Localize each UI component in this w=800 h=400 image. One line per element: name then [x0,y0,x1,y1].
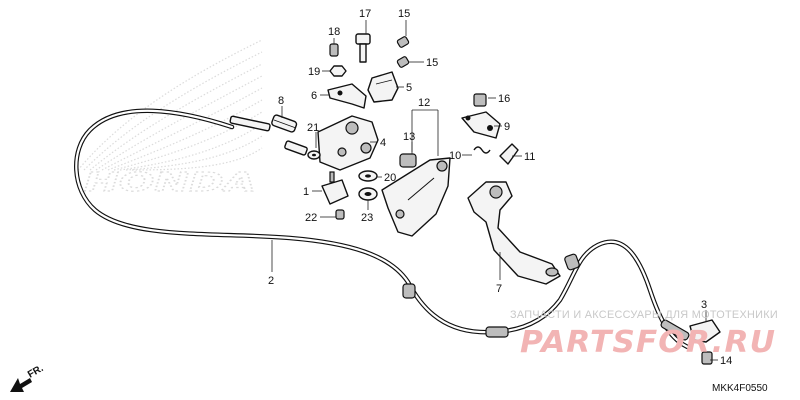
cable-clamp [689,319,721,343]
leader-lines [271,20,718,361]
callout-4: 4 [380,137,386,149]
clutch-switch [321,171,349,205]
fr-arrow-icon [10,378,32,392]
callout-22: 22 [305,212,317,224]
callout-6: 6 [311,90,317,102]
callout-19: 19 [308,66,320,78]
callout-13: 13 [403,131,415,143]
spacer-11 [499,143,519,165]
nut-19 [329,65,347,77]
pivot-plate [461,111,501,139]
clutch-cable [74,108,693,351]
callout-1: 1 [303,186,309,198]
clutch-pedal [467,181,561,285]
washer-21 [307,150,321,160]
bolt-16 [473,93,487,107]
callout-21: 21 [307,122,319,134]
callout-7: 7 [496,283,502,295]
bolt-18 [329,43,339,57]
callout-16: 16 [498,93,510,105]
cable-end [284,140,308,156]
callout-9: 9 [504,121,510,133]
bolt-14 [701,351,713,365]
washer-23 [358,187,378,201]
callout-8: 8 [278,95,284,107]
callout-18: 18 [328,26,340,38]
shop-watermark: ЗАПЧАСТИ И АКСЕССУАРЫ ДЛЯ МОТОТЕХНИКИ PA… [510,309,778,360]
callout-14: 14 [720,355,732,367]
callout-12: 12 [418,97,430,109]
collar-20 [358,170,378,182]
rubber-13 [399,153,417,168]
screw-15a [396,36,410,48]
callout-11: 11 [524,151,535,163]
clutch-master-body [317,115,379,171]
callout-10: 10 [449,150,461,162]
spring-10 [473,146,491,154]
callout-15a: 15 [398,8,410,20]
cable-adjuster [271,114,298,133]
watermark-logo: PARTSFOR.RU [520,325,776,360]
bolt-17 [355,33,371,63]
screw-15b [396,56,410,68]
step-bracket [381,157,451,237]
screw-22 [335,209,345,220]
holder [367,71,399,103]
honda-wing-logo: HONDA [77,39,263,199]
callout-15b: 15 [426,57,438,69]
fr-label: FR. [26,363,46,381]
callout-labels: 1 2 3 4 5 6 7 8 9 10 11 12 13 14 15 15 1… [268,8,732,367]
bracket-6 [327,83,367,109]
callout-20: 20 [384,172,396,184]
diagram-code: MKK4F0550 [712,383,768,394]
callout-5: 5 [406,82,412,94]
callout-2: 2 [268,275,274,287]
front-direction-indicator: FR. [10,363,46,392]
callout-3: 3 [701,299,707,311]
callout-23: 23 [361,212,373,224]
watermark-caption: ЗАПЧАСТИ И АКСЕССУАРЫ ДЛЯ МОТОТЕХНИКИ [510,309,778,321]
honda-wordmark: HONDA [84,168,256,198]
callout-17: 17 [359,8,371,20]
